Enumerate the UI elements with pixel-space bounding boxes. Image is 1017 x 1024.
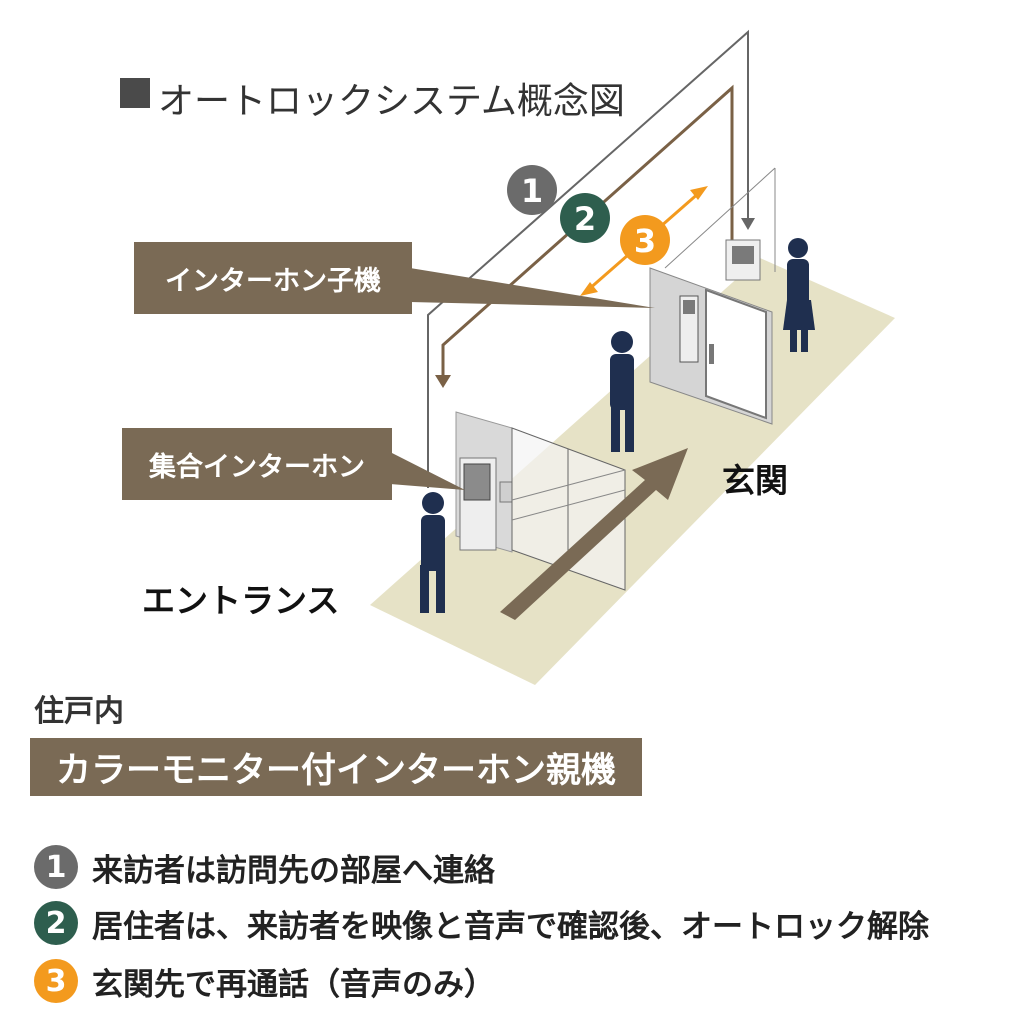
door-leaf [705,288,767,420]
signal-line-1 [427,29,749,488]
auto-lock-diagram: 1 2 3 [370,29,895,685]
collective-intercom-label: 集合インターホン [122,428,392,500]
direction-arrow [500,448,688,620]
step-3-text: 玄関先で再通話（音声のみ） [92,966,495,1003]
diagram-title: オートロックシステム概念図 [158,81,625,122]
call-arrow-3-head-b [690,186,708,200]
door-line [511,469,626,501]
handset-label: インターホン子機 [134,242,412,314]
call-arrow-3-head-a [580,282,598,296]
step-1: 1 来訪者は訪問先の部屋へ連絡 [34,842,495,892]
indoor-monitor-screen [732,246,754,264]
step-3: 3 玄関先で再通話（音声のみ） [34,956,495,1006]
marker-3: 3 [620,215,670,265]
title-marker [120,78,150,108]
door-handle [709,344,714,364]
svg-text:2: 2 [574,200,596,238]
step-2-text: 居住者は、来訪者を映像と音声で確認後、オートロック解除 [92,908,929,945]
collective-label-pointer [390,452,465,490]
step-3-marker: 3 [34,959,78,1003]
visitor-at-door [610,331,634,452]
section-label: 住戸内 [34,694,124,729]
floor-area [370,258,895,685]
main-unit-label: カラーモニター付インターホン親機 [30,738,642,796]
step-2: 2 居住者は、来訪者を映像と音声で確認後、オートロック解除 [34,898,929,948]
arrowhead-1 [741,218,755,230]
door-line [511,489,626,521]
genkan-label: 玄関 [722,461,788,500]
marker-1: 1 [507,165,557,215]
door-handset-screen [683,300,695,314]
step-2-marker: 2 [34,901,78,945]
intercom-screen [463,463,491,501]
frame-line [664,167,776,269]
step-1-marker: 1 [34,845,78,889]
intercom-keypad [499,481,513,503]
resident [783,238,815,352]
handset-label-pointer [410,268,655,308]
marker-2: 2 [560,193,610,243]
svg-text:3: 3 [634,222,656,260]
arrowhead-2 [435,375,451,388]
visitor-at-entrance [420,492,445,613]
svg-text:1: 1 [521,172,543,210]
entrance-label: エントランス [142,581,340,620]
step-1-text: 来訪者は訪問先の部屋へ連絡 [92,852,495,889]
